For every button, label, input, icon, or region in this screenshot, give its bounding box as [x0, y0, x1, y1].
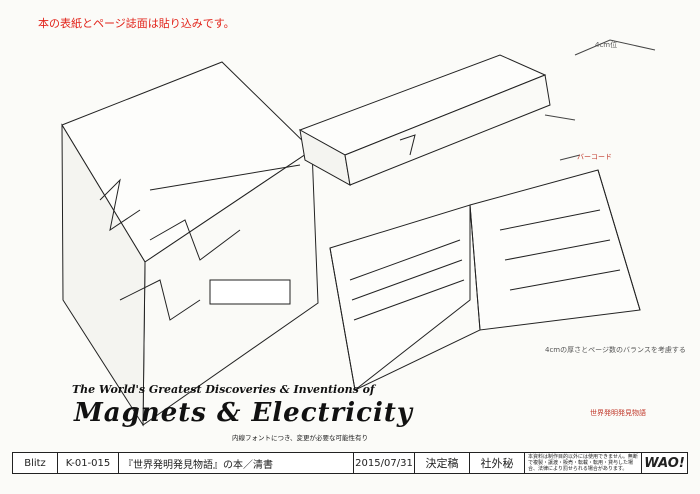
page-number-note: 世界発明発見物語	[590, 409, 646, 417]
barcode-note: バーコード	[577, 153, 612, 161]
spine-thickness-note: 4cm位	[595, 41, 618, 49]
code-cell: K-01-015	[58, 453, 119, 473]
brand-logo: WAO!	[644, 455, 685, 471]
logo-series-line: The World's Greatest Discoveries & Inven…	[72, 383, 375, 396]
confidential-cell: 社外秘	[470, 453, 525, 473]
spine-book-drawing	[298, 54, 551, 186]
page-balance-note: 4cmの厚さとページ数のバランスを考慮する	[545, 346, 686, 354]
title-block: Blitz K-01-015 『世界発明発見物語』の本／清書 2015/07/3…	[12, 452, 688, 474]
client-cell: Blitz	[13, 453, 58, 473]
open-book-drawing	[329, 169, 641, 391]
date-cell: 2015/07/31	[354, 453, 415, 473]
logo-title: Magnets & Electricity	[74, 398, 413, 428]
status-cell: 決定稿	[415, 453, 470, 473]
closed-book-drawing	[61, 61, 319, 427]
sheet-note: 本の表紙とページ誌面は貼り込みです。	[38, 17, 235, 30]
legal-cell: 本資料は制作目的以外には使用できません。無断で複製・譲渡・販売・転載・転用・貸与…	[525, 453, 642, 473]
font-note: 内線フォントにつき、変更が必要な可能性有り	[232, 434, 369, 442]
title-cell: 『世界発明発見物語』の本／清書	[119, 453, 354, 473]
